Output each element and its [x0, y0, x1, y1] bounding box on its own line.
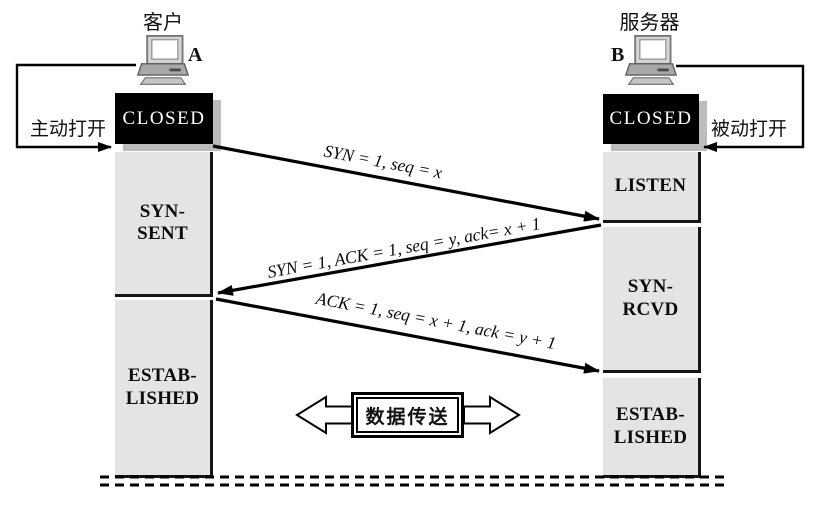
server-state-closed: CLOSED [603, 94, 699, 144]
data-transfer-right-arrow [463, 395, 521, 435]
server-host-letter: B [611, 44, 625, 66]
passive-open-label: 被动打开 [710, 119, 787, 140]
server-title: 服务器 [619, 12, 680, 34]
server-state-listen: LISTEN [603, 152, 701, 223]
active-open-label: 主动打开 [29, 119, 106, 140]
syn-ack-message-label: SYN = 1, ACK = 1, seq = y, ack= x + 1 [265, 213, 542, 282]
ack-message-label: ACK = 1, seq = x + 1, ack = y + 1 [314, 287, 558, 354]
data-transfer-left-arrow [295, 395, 353, 435]
client-state-closed: CLOSED [115, 93, 213, 144]
client-state-established: ESTAB- LISHED [115, 300, 213, 478]
data-transfer-box: 数据传送 [351, 392, 464, 438]
server-state-established: ESTAB- LISHED [603, 378, 701, 478]
server-computer-icon [624, 35, 678, 86]
client-title: 客户 [143, 12, 183, 34]
server-state-syn-rcvd: SYN- RCVD [603, 227, 701, 373]
client-state-syn-sent: SYN- SENT [115, 152, 213, 297]
data-transfer-label: 数据传送 [356, 397, 459, 433]
syn-message-label: SYN = 1, seq = x [322, 140, 444, 183]
client-computer-icon [136, 35, 190, 86]
client-host-letter: A [188, 44, 203, 66]
